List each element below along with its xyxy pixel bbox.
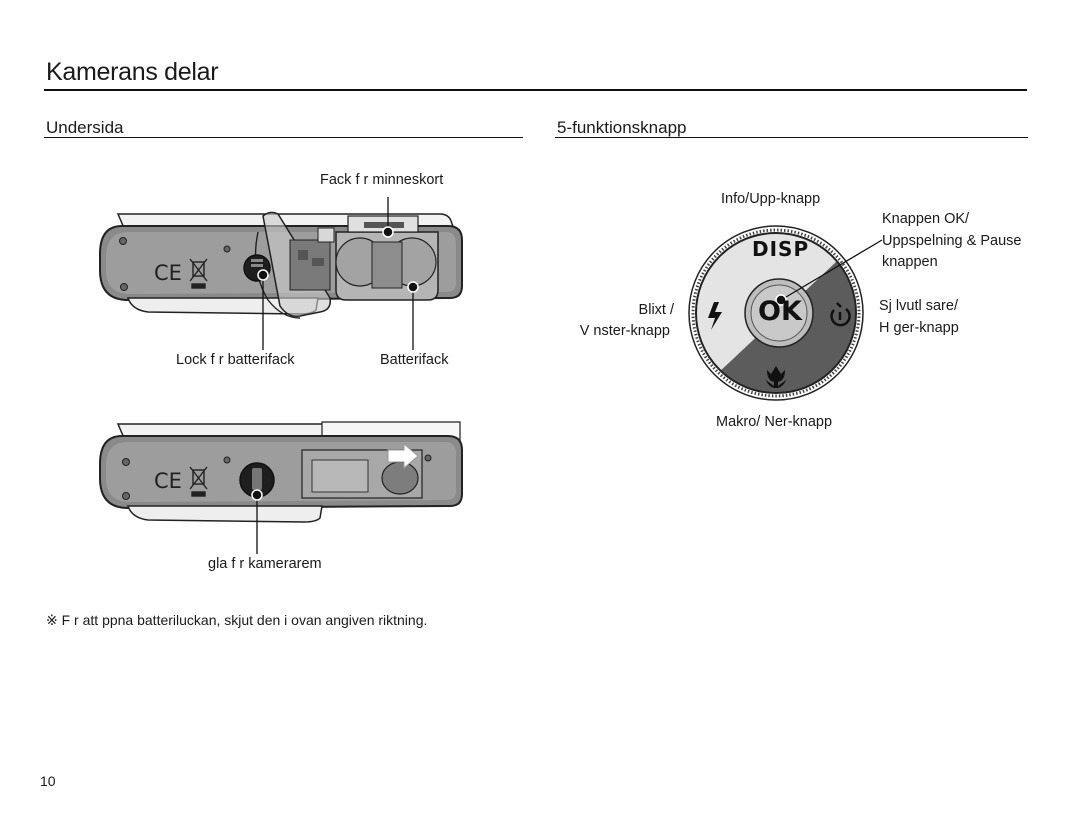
page-title: Kamerans delar [46, 58, 219, 86]
ce-mark-icon: CE [154, 469, 182, 493]
dial-ok-text: OK [758, 296, 802, 327]
page-number: 10 [40, 773, 56, 789]
title-rule [44, 89, 1027, 91]
macro-flower-icon [766, 366, 786, 388]
section-rule-bottom [44, 137, 523, 138]
label-macro-down: Makro/ Ner-knapp [716, 414, 833, 430]
label-info-up: Info/Upp-knapp [721, 191, 821, 207]
label-ok-line3: knappen [882, 254, 938, 270]
label-timer-line2: H ger-knapp [879, 320, 959, 336]
label-battery-chamber: Batterifack [380, 352, 449, 368]
weee-bin-icon [189, 466, 208, 497]
label-flash-line1: Blixt / [638, 302, 674, 318]
slide-arrow-icon [387, 442, 419, 470]
dial-disp-text: DISP [752, 237, 810, 261]
label-battery-cover: Lock f r batterifack [176, 352, 295, 368]
label-ok-line2: Uppspelning & Pause [882, 233, 1022, 249]
ce-mark-icon: CE [154, 261, 182, 285]
flash-icon [708, 302, 722, 330]
label-flash-line2: V nster-knapp [579, 323, 670, 339]
section-title-bottom: Undersida [46, 118, 124, 137]
label-memory-card-slot: Fack f r minneskort [320, 172, 444, 188]
svg-text:CE: CE [154, 261, 182, 285]
section-title-function-button: 5-funktionsknapp [557, 118, 687, 137]
label-timer-line1: Sj lvutl sare/ [879, 298, 958, 314]
weee-bin-icon [189, 258, 208, 289]
svg-text:CE: CE [154, 469, 182, 493]
self-timer-icon [830, 302, 851, 327]
label-tripod-socket: gla f r kamerarem [208, 556, 322, 572]
label-ok-line1: Knappen OK/ [882, 211, 970, 227]
section-rule-function-button [555, 137, 1028, 138]
battery-cover-note: ※ F r att ppna batteriluckan, skjut den … [46, 612, 428, 628]
